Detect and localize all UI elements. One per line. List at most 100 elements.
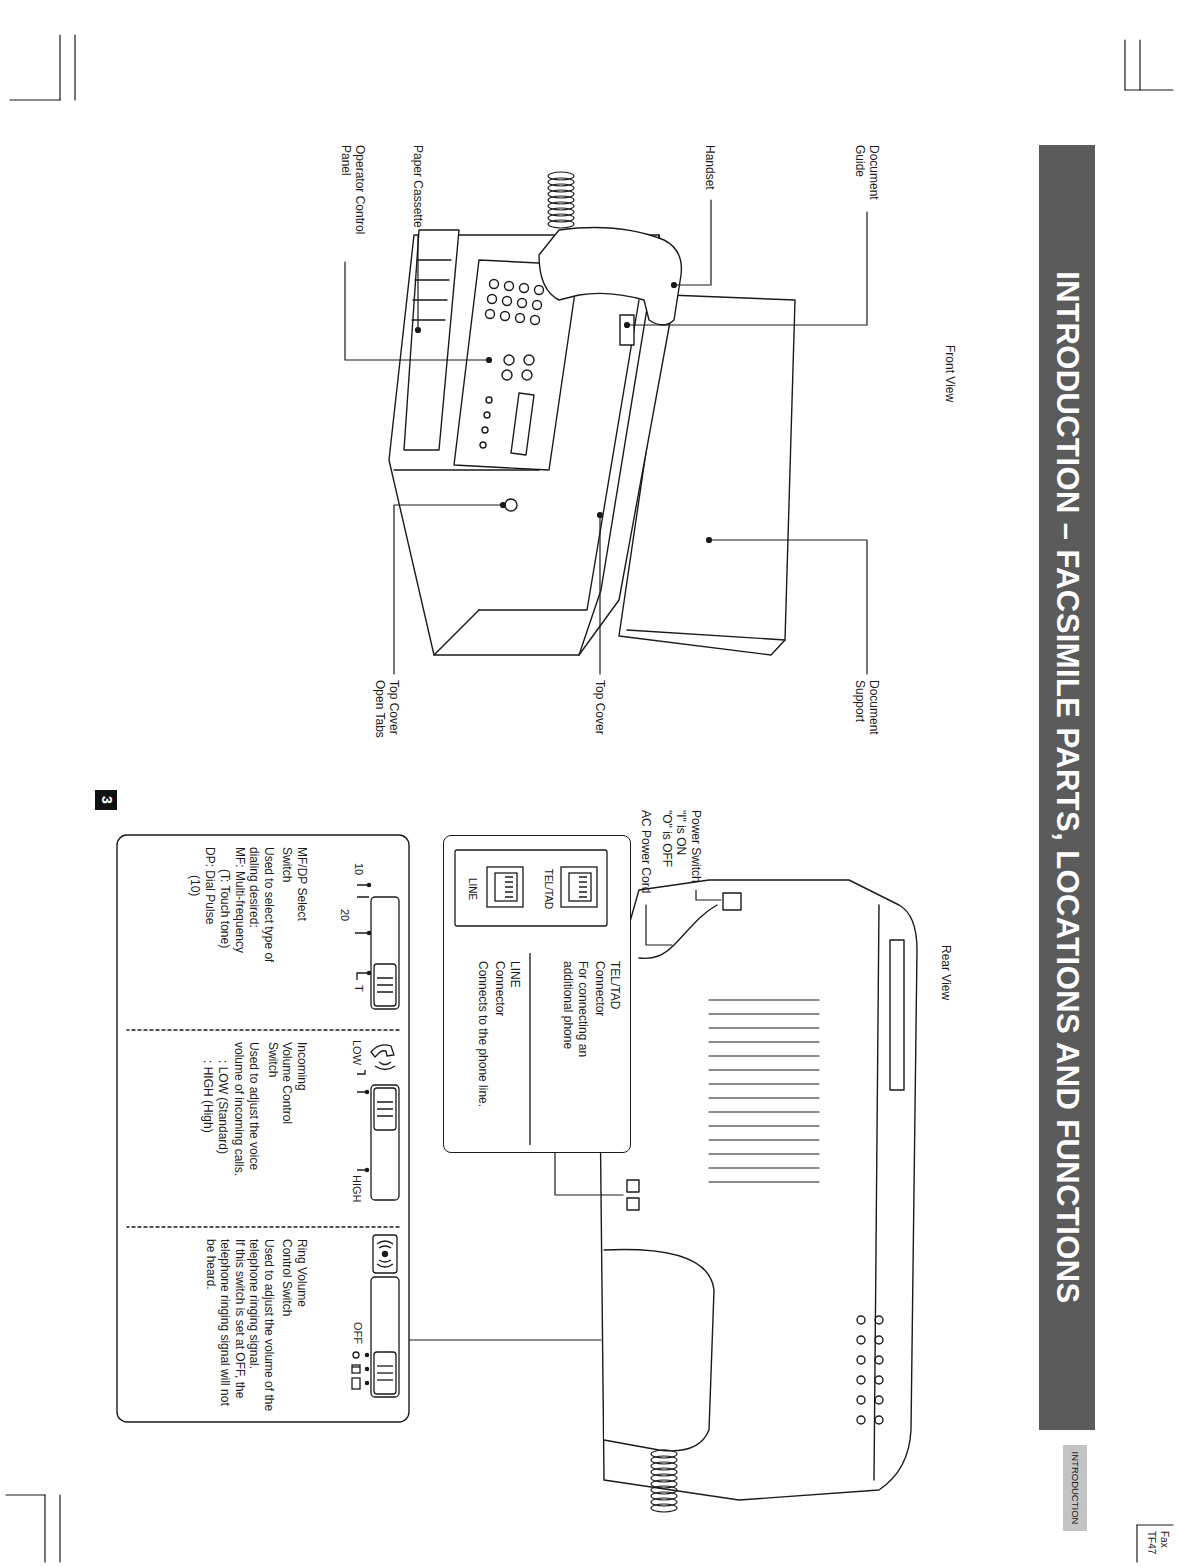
front-view-machine-part — [539, 228, 681, 325]
rear-keypad-part — [875, 1396, 883, 1404]
front-view-machine-part — [404, 230, 459, 450]
leader-lines-part — [709, 540, 867, 674]
switch-column-part — [379, 1260, 391, 1262]
rear-handset-cord-part — [651, 1504, 677, 1512]
switch-column-part — [329, 1030, 409, 1227]
switch-setting: : HIGH (High) — [200, 1060, 215, 1220]
switch-panel-outline-part — [127, 1226, 399, 1227]
switch-column: OFFRing Volume Control SwitchUsed to adj… — [117, 1227, 409, 1422]
leader-lines-part — [696, 890, 721, 900]
part-name: Top Cover — [593, 680, 607, 735]
rear-view-machine — [599, 880, 917, 1512]
connector-panel-part — [530, 953, 531, 1145]
switch-column-part — [374, 1088, 396, 1130]
switch-column-part — [367, 883, 370, 886]
crop-marks-part — [59, 1495, 60, 1562]
switch-column-part — [373, 1235, 397, 1273]
rear-vents-part — [709, 1097, 819, 1098]
connector-panel-part — [506, 886, 514, 887]
switch-column-part — [377, 1264, 393, 1267]
handset-cord-part — [548, 220, 574, 228]
switch-description: (10) — [187, 875, 202, 1015]
leader-lines-part — [599, 515, 600, 674]
connector-panel-part — [580, 881, 588, 882]
connector-name: TEL/TAD Connector — [593, 961, 622, 1025]
switch-note: "I" is ON — [674, 810, 688, 855]
leader-lines-part — [417, 236, 418, 330]
rear-view-machine-part — [604, 1250, 714, 1451]
switch-column-part — [377, 1379, 393, 1380]
rear-keypad-part — [875, 1376, 883, 1384]
switch-column-part — [357, 1070, 365, 1074]
switch-name: MF/DP Select Switch — [280, 847, 309, 947]
keypad-part — [516, 314, 525, 323]
crop-marks-part — [1124, 40, 1125, 90]
leader-lines-part — [625, 323, 630, 328]
switch-description: Used to adjust the volume of the telepho… — [247, 1239, 276, 1415]
part-name: Top Cover Open Tabs — [372, 680, 401, 752]
rear-view-machine-part — [874, 905, 879, 1480]
part-name: AC Power Cord — [639, 810, 653, 893]
keypad-part — [505, 282, 514, 291]
rear-vents-part — [709, 1083, 819, 1084]
switch-panel-outline-part — [117, 835, 409, 1422]
connector-description: Connects to the phone line. — [475, 961, 490, 1143]
switch-column: 1020TMF/DP Select SwitchUsed to select t… — [117, 835, 409, 1030]
switch-column-part — [329, 835, 409, 1030]
crop-marks-part — [44, 1495, 45, 1562]
switch-column-part — [377, 1115, 393, 1116]
leader-lines-part — [707, 538, 712, 543]
switch-description: If this switch is set at OFF, the teleph… — [203, 1239, 247, 1415]
switch-column-part — [357, 896, 369, 897]
leader-lines-part — [555, 1153, 623, 1195]
switch-column-part — [377, 991, 393, 992]
rear-vents-part — [709, 1181, 819, 1182]
switch-description: MF: Multi-frequency — [232, 847, 247, 1027]
keypad-part — [488, 295, 497, 304]
part-name: Power Switch — [689, 810, 703, 883]
keypad-part — [502, 370, 512, 380]
keypad-part — [518, 299, 527, 308]
connector-panel-part — [562, 867, 598, 907]
connector-panel-part — [506, 891, 514, 892]
switch-column-part — [365, 1381, 368, 1384]
rear-keypad-part — [875, 1316, 883, 1324]
switch-column-part — [365, 1353, 368, 1356]
connector-panel-part — [580, 876, 588, 877]
keypad-part — [490, 280, 499, 289]
leader-lines-part — [674, 200, 711, 285]
rear-vents-part — [709, 999, 819, 1000]
page-number: 3 — [98, 790, 115, 810]
switch-column-part — [352, 1365, 360, 1373]
crop-marks-part — [59, 35, 60, 100]
switch-description: DP: Dial Pulse — [202, 847, 217, 1027]
rear-vents-part — [709, 1013, 819, 1014]
switch-column-part — [352, 1378, 360, 1389]
keypad-part — [520, 284, 529, 293]
rear-keypad-part — [857, 1316, 865, 1324]
switch-column-part — [352, 1366, 360, 1367]
leader-lines-part — [487, 358, 492, 363]
connector-panel-part — [506, 896, 514, 897]
rear-keypad-part — [875, 1336, 883, 1344]
leader-lines-part — [627, 212, 867, 325]
keypad-part — [533, 301, 542, 310]
front-view-machine-part — [620, 315, 634, 345]
switch-column-part — [379, 1062, 391, 1065]
leader-lines-part — [598, 513, 603, 518]
crop-marks-part — [1139, 40, 1140, 90]
rear-handset-cord — [651, 1450, 677, 1512]
rear-view-machine-part — [599, 880, 917, 1500]
keypad-part — [522, 370, 532, 380]
switch-column-part — [377, 1365, 393, 1366]
leader-lines-part — [416, 328, 421, 333]
keypad-part — [511, 393, 534, 455]
connector-panel-part — [580, 891, 588, 892]
leader-lines-part — [345, 262, 489, 360]
rear-keypad-part — [875, 1356, 883, 1364]
switch-name: Ring Volume Control Switch — [280, 1239, 309, 1325]
connector-panel-part — [506, 876, 514, 877]
rear-keypad — [857, 1316, 883, 1424]
